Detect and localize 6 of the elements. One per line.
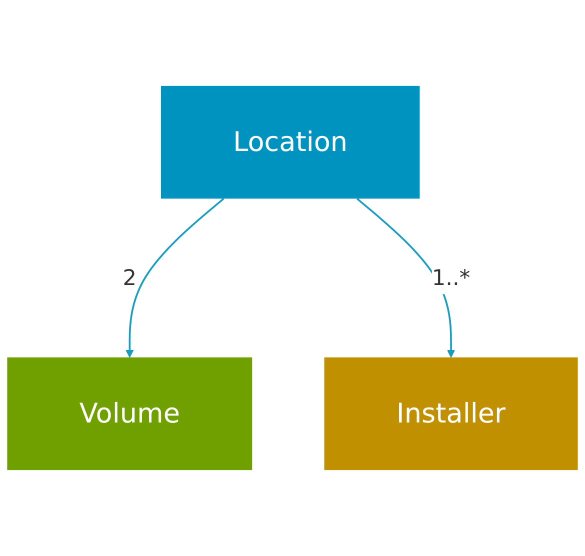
edge-label: 2 (122, 265, 137, 291)
arrow (126, 198, 224, 358)
node-box: Installer (324, 357, 578, 470)
node-box: Location (161, 86, 420, 199)
node-box: Volume (7, 357, 252, 470)
edge-label: 1..* (432, 265, 470, 291)
